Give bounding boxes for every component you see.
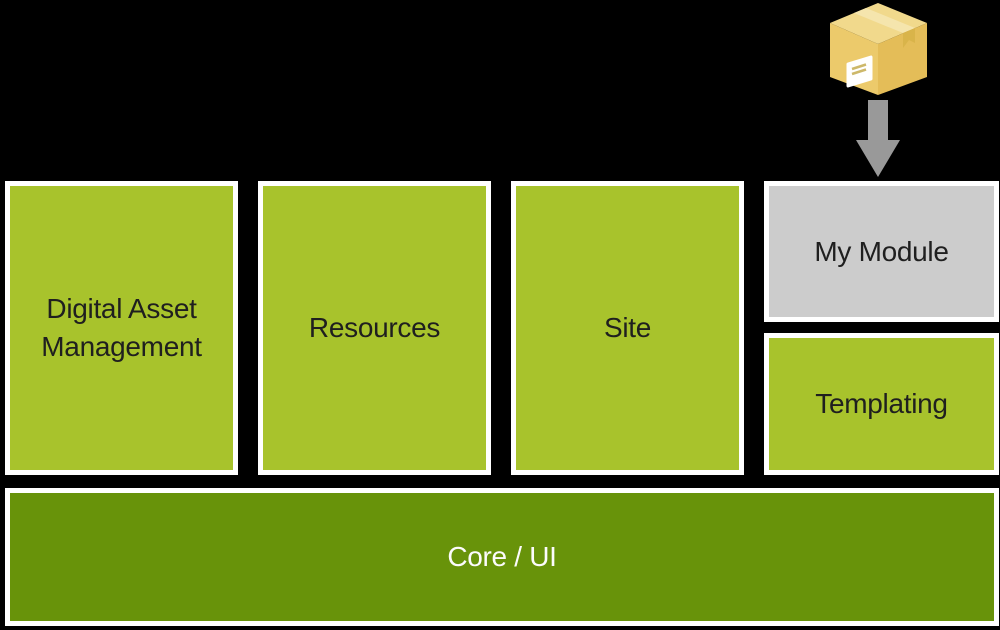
- module-box-templating: Templating: [764, 333, 999, 475]
- package-label-icon: [846, 55, 873, 88]
- module-box-digital-asset-management: Digital Asset Management: [5, 181, 238, 475]
- module-label: Resources: [308, 312, 441, 343]
- drop-module-illustration: [830, 3, 927, 177]
- module-stack: My Module Templating: [764, 181, 999, 475]
- module-label: Digital Asset Management: [41, 293, 202, 362]
- module-label: Templating: [815, 388, 948, 419]
- package-box-icon: [830, 3, 927, 95]
- down-arrow-icon: [856, 100, 900, 177]
- module-box-resources: Resources: [258, 181, 491, 475]
- module-box-site: Site: [511, 181, 744, 475]
- module-label: My Module: [814, 235, 949, 267]
- module-box-my-module: My Module: [764, 181, 999, 322]
- core-ui-label: Core / UI: [447, 541, 557, 572]
- module-label: Site: [603, 312, 652, 343]
- module-row: Digital Asset Management Resources Site …: [5, 181, 999, 475]
- core-ui-bar: Core / UI: [5, 488, 999, 626]
